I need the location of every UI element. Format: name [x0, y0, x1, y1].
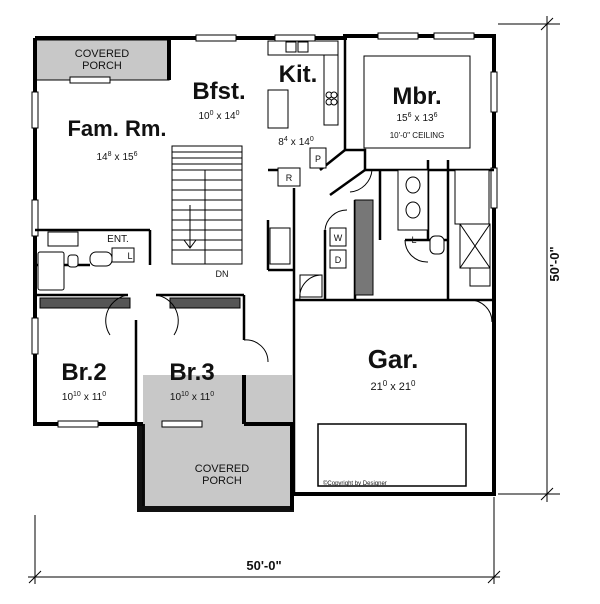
br2-label: Br.2 [61, 359, 106, 386]
linen-label-left: L [127, 251, 132, 261]
dn-label: DN [216, 269, 229, 279]
br3-label: Br.3 [169, 359, 214, 386]
width-dimension: 50'-0" [246, 558, 281, 573]
fixtures [37, 55, 491, 309]
gar-label: Gar. [368, 344, 419, 374]
covered-porch-bottom-label-2: PORCH [202, 475, 242, 487]
covered-porch-top-label-1: COVERED [75, 48, 129, 60]
mbr-label: Mbr. [392, 83, 441, 110]
dryer-label: D [335, 255, 342, 265]
r-label: R [286, 173, 293, 183]
ent-label: ENT. [107, 234, 129, 245]
p-label: P [315, 154, 321, 164]
covered-porch-top-label-2: PORCH [82, 60, 122, 72]
fam-rm-label: Fam. Rm. [67, 116, 166, 141]
dimension-lines [28, 16, 560, 584]
windows [31, 32, 498, 428]
linen-label-right: L [411, 235, 416, 245]
covered-porch-bottom [143, 375, 292, 510]
covered-porch-bottom-label-1: COVERED [195, 463, 249, 475]
depth-dimension: 50'-0" [547, 246, 562, 281]
washer-label: W [334, 233, 343, 243]
kit-label: Kit. [279, 61, 318, 88]
copyright-text: ©Copyright by Designer [323, 480, 387, 487]
door-swings [105, 169, 493, 363]
stairs [171, 145, 243, 265]
mbr-ceiling-note: 10'-0" CEILING [390, 131, 445, 140]
garage-door [317, 423, 467, 487]
kitchen-counters [267, 40, 339, 187]
bfst-label: Bfst. [192, 78, 245, 105]
exterior-walls [33, 34, 496, 510]
